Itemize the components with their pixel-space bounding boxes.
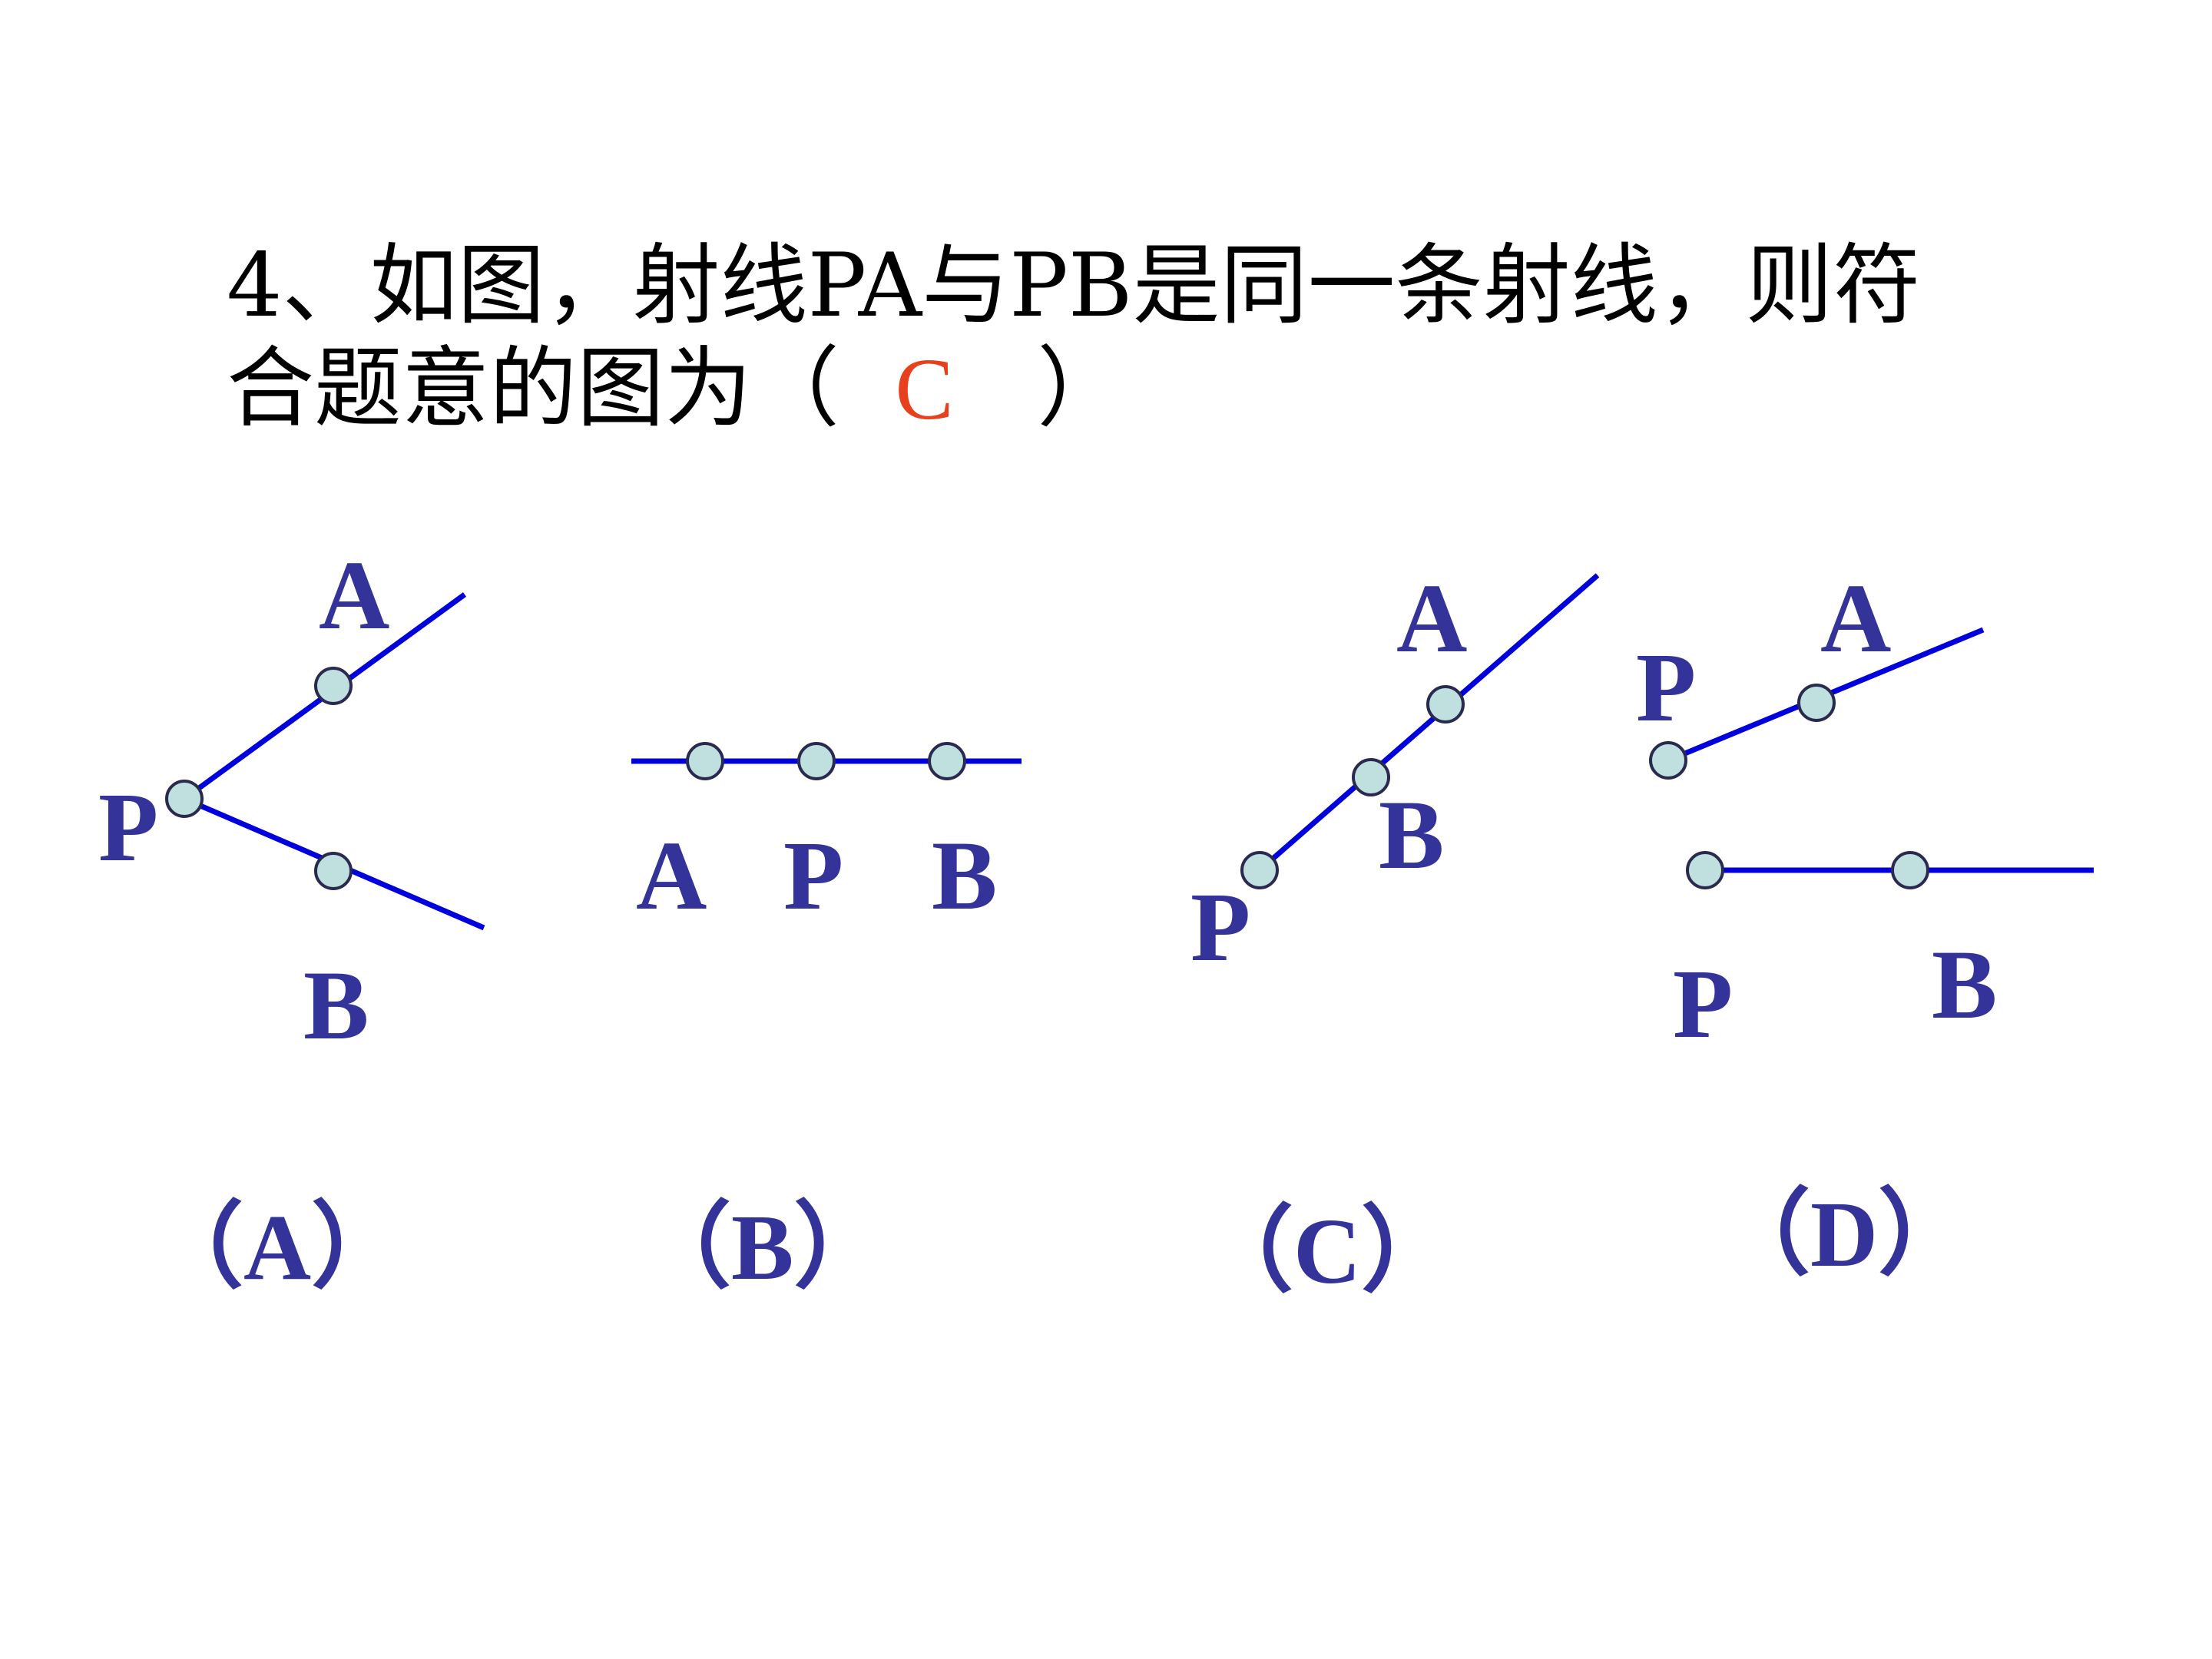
label-a: A [1396, 564, 1467, 673]
point-b [1891, 851, 1929, 889]
label-p-lower: P [1673, 949, 1733, 1058]
option-label-b: （B） [637, 1196, 887, 1300]
point-a [1426, 685, 1465, 724]
label-a: A [1820, 564, 1891, 673]
label-b: B [932, 821, 997, 930]
point-p [165, 780, 204, 818]
label-b: B [303, 951, 369, 1060]
figure-b: A P B （B） [631, 742, 1022, 1300]
point-a [1797, 684, 1836, 722]
point-a [686, 742, 724, 780]
question-line-2-suffix: ） [1037, 337, 1125, 439]
label-p: P [783, 821, 843, 930]
option-label-c: （C） [1200, 1200, 1455, 1303]
figure-d: P A P B （D） [1636, 564, 2094, 1286]
option-label-d: （D） [1717, 1183, 1972, 1286]
label-p: P [98, 773, 158, 882]
label-b: B [1379, 780, 1444, 889]
label-a: A [636, 821, 707, 930]
point-p [1240, 851, 1279, 889]
point-p-upper [1649, 741, 1687, 780]
label-a: A [319, 541, 389, 650]
point-p-lower [1686, 851, 1724, 889]
ray-pab [1257, 573, 1600, 873]
label-b: B [1932, 930, 1997, 1039]
question-line-1: 4、如图，射线PA与PB是同一条射线，则符 [227, 234, 1921, 336]
point-a [314, 667, 353, 705]
point-b [1352, 758, 1390, 796]
point-p [797, 742, 836, 780]
figure-c: A B P （C） [1190, 564, 1600, 1303]
option-label-a: （A） [150, 1196, 405, 1300]
point-b [314, 852, 353, 890]
question-line-2-prefix: 合题意的图为（ [227, 337, 840, 439]
question-line-2: 合题意的图为（ C ） [227, 337, 2070, 441]
point-b [928, 742, 966, 780]
figure-a: A P B （A） [98, 541, 485, 1300]
label-p-upper: P [1636, 633, 1696, 742]
label-p: P [1190, 873, 1250, 982]
answer-letter: C [895, 340, 954, 438]
question-text: 4、如图，射线PA与PB是同一条射线，则符 合题意的图为（ C ） [227, 234, 2070, 441]
